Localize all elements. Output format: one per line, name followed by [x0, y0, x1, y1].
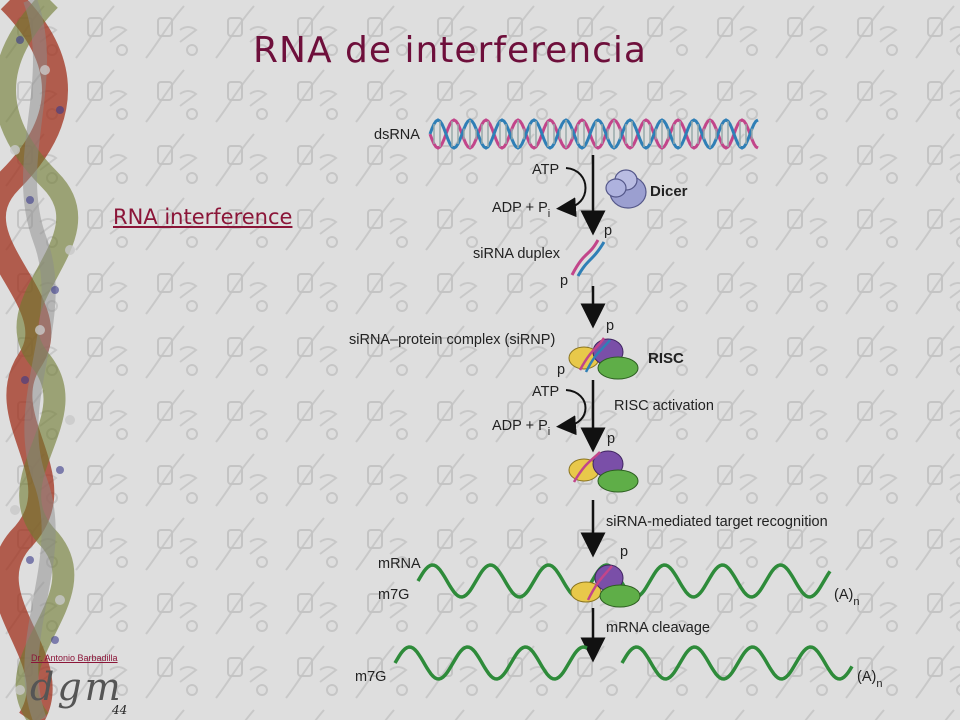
target-recognition-label: siRNA-mediated target recognition	[606, 514, 828, 530]
p-label-4: p	[557, 362, 565, 378]
dicer-enzyme	[605, 169, 647, 209]
sirna-duplex-label: siRNA duplex	[473, 246, 561, 262]
mrna-cleavage-label: mRNA cleavage	[606, 620, 710, 636]
polya-label-1: (A)n	[834, 587, 859, 608]
sirna-duplex	[570, 239, 606, 277]
atp-label-1: ATP	[532, 162, 559, 178]
p-label-5: p	[607, 431, 615, 447]
adp-label-2: ADP + Pi	[492, 418, 550, 438]
p-label-6: p	[620, 544, 628, 560]
adp-label-1: ADP + Pi	[492, 200, 550, 220]
cleaved-mrna-3prime	[620, 645, 854, 681]
atp-curve-2	[556, 389, 587, 436]
dsrna-helix	[428, 118, 759, 150]
risc-label: RISC	[648, 350, 684, 367]
atp-curve-1	[556, 167, 587, 218]
subtitle-link[interactable]: RNA interference	[113, 205, 293, 229]
dgm-logo: dgm	[30, 665, 124, 709]
p-label-1: p	[604, 223, 612, 239]
dna-decoration	[0, 0, 79, 720]
risc-complex-activated	[568, 450, 639, 493]
dsrna-label: dsRNA	[374, 127, 420, 143]
cleaved-mrna-5prime	[393, 645, 588, 681]
sirnp-label: siRNA–protein complex (siRNP)	[349, 332, 555, 348]
polya-label-2: (A)n	[857, 669, 882, 690]
atp-label-2: ATP	[532, 384, 559, 400]
risc-complex-1	[568, 337, 639, 380]
author-link[interactable]: Dr. Antonio Barbadilla	[31, 653, 118, 663]
p-label-2: p	[560, 273, 568, 289]
page-number: 44	[112, 703, 128, 717]
dicer-label: Dicer	[650, 183, 688, 200]
m7g-label-1: m7G	[378, 587, 409, 603]
p-label-3: p	[606, 318, 614, 334]
risc-activation-label: RISC activation	[614, 398, 714, 414]
risc-on-mrna	[570, 564, 641, 608]
slide-title: RNA de interferencia	[253, 30, 647, 71]
mrna-label: mRNA	[378, 556, 421, 572]
m7g-label-2: m7G	[355, 669, 386, 685]
